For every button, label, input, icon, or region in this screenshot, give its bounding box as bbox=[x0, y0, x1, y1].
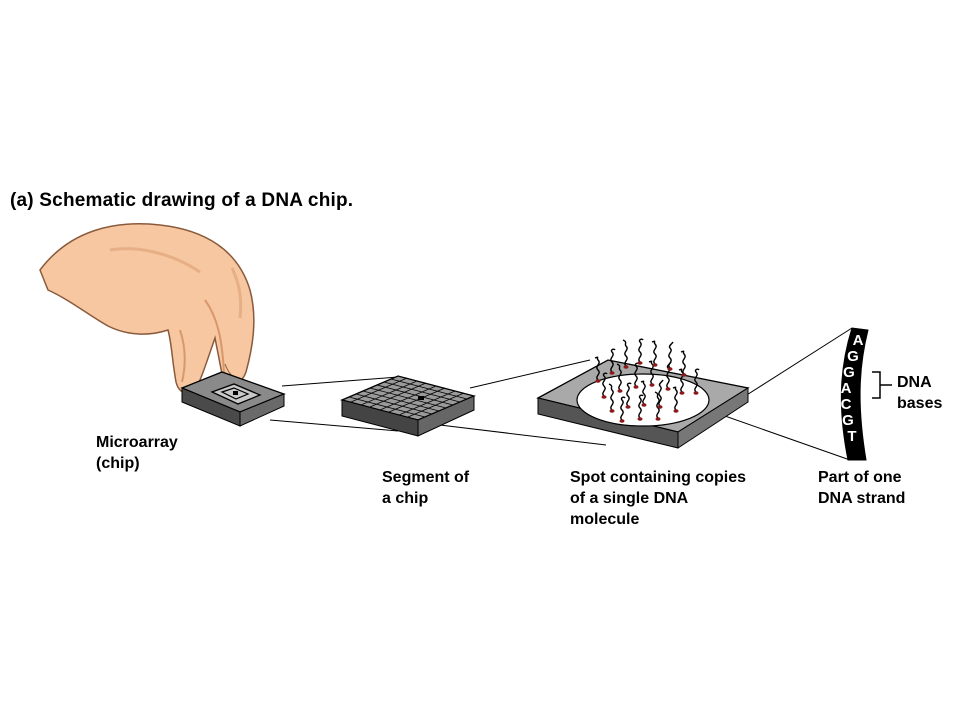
dna-attachment-dot bbox=[595, 379, 601, 383]
dna-base-g: G bbox=[847, 348, 859, 365]
dna-molecule bbox=[620, 396, 626, 421]
segment-label: Segment of a chip bbox=[382, 467, 469, 509]
dna-molecule bbox=[638, 338, 644, 363]
zoom-lines bbox=[269, 327, 853, 461]
dna-attachment-dots bbox=[595, 361, 699, 423]
dna-molecule bbox=[678, 368, 684, 393]
dna-attachment-dot bbox=[637, 361, 643, 365]
microarray-label: Microarray (chip) bbox=[96, 432, 178, 474]
dna-attachment-dot bbox=[681, 373, 687, 377]
dna-base-c: C bbox=[841, 396, 852, 413]
dna-molecule bbox=[648, 360, 654, 385]
dna-attachment-dot bbox=[601, 395, 607, 399]
spot-label-line2: of a single DNA bbox=[570, 490, 689, 507]
dna-spot bbox=[536, 338, 750, 449]
chip-grid-lines bbox=[348, 377, 468, 418]
dna-molecule bbox=[680, 350, 686, 375]
dna-molecule bbox=[694, 368, 700, 393]
microarray-label-line1: Microarray bbox=[96, 434, 178, 451]
dna-base-a: A bbox=[841, 380, 852, 397]
dna-molecule bbox=[610, 348, 616, 373]
bases-label-line1: DNA bbox=[897, 374, 932, 391]
dna-molecule bbox=[608, 383, 614, 411]
strand-label-line2: DNA strand bbox=[818, 490, 906, 507]
dna-molecule bbox=[594, 356, 600, 381]
dna-molecule bbox=[602, 372, 608, 397]
dna-base-a: A bbox=[853, 332, 864, 349]
bases-label: DNA bases bbox=[897, 372, 942, 414]
dna-attachment-dot bbox=[657, 405, 663, 409]
dna-attachment-dot bbox=[623, 365, 629, 369]
hand-illustration bbox=[39, 223, 255, 394]
dna-base-g: G bbox=[843, 364, 855, 381]
dna-molecule bbox=[640, 380, 646, 405]
dna-molecule bbox=[638, 394, 644, 419]
dna-molecule bbox=[626, 382, 632, 407]
bases-label-line2: bases bbox=[897, 395, 943, 412]
microarray-label-line2: (chip) bbox=[96, 455, 140, 472]
bases-bracket bbox=[872, 371, 881, 399]
dna-molecule bbox=[634, 362, 640, 387]
dna-molecule bbox=[672, 386, 678, 411]
spot-label-line3: molecule bbox=[570, 511, 640, 528]
dna-attachment-dot bbox=[673, 409, 679, 413]
dna-molecule bbox=[622, 339, 628, 367]
figure-title: (a) Schematic drawing of a DNA chip. bbox=[10, 190, 354, 211]
dna-attachment-dot bbox=[625, 405, 631, 409]
dna-base-g: G bbox=[842, 412, 854, 429]
dna-molecule bbox=[666, 361, 672, 389]
segment-label-line2: a chip bbox=[382, 490, 429, 507]
dna-molecules bbox=[594, 338, 700, 421]
dna-attachment-dot bbox=[619, 419, 625, 423]
dna-molecule bbox=[658, 379, 664, 407]
dna-base-t: T bbox=[847, 428, 856, 445]
strand-label: Part of one DNA strand bbox=[818, 467, 905, 509]
dna-attachment-dot bbox=[609, 409, 615, 413]
segment-label-line1: Segment of bbox=[382, 469, 470, 486]
dna-molecule bbox=[654, 391, 660, 419]
dna-molecule bbox=[651, 340, 657, 365]
spot-label-line1: Spot containing copies bbox=[570, 469, 747, 486]
dna-attachment-dot bbox=[641, 403, 647, 407]
dna-attachment-dot bbox=[693, 391, 699, 395]
dna-attachment-dot bbox=[679, 391, 685, 395]
dna-attachment-dot bbox=[652, 363, 658, 367]
dna-molecule bbox=[616, 363, 622, 391]
dna-attachment-dot bbox=[633, 385, 639, 389]
strand-label-line1: Part of one bbox=[818, 469, 902, 486]
dna-attachment-dot bbox=[665, 387, 671, 391]
dna-attachment-dot bbox=[609, 371, 615, 375]
spot-label: Spot containing copies of a single DNA m… bbox=[570, 467, 746, 530]
dna-attachment-dot bbox=[637, 417, 643, 421]
chip-segment bbox=[340, 375, 476, 437]
dna-attachment-dot bbox=[655, 417, 661, 421]
dna-attachment-dot bbox=[649, 383, 655, 387]
dna-attachment-dot bbox=[617, 389, 623, 393]
dna-attachment-dot bbox=[667, 367, 673, 371]
microarray-chip bbox=[180, 371, 286, 427]
